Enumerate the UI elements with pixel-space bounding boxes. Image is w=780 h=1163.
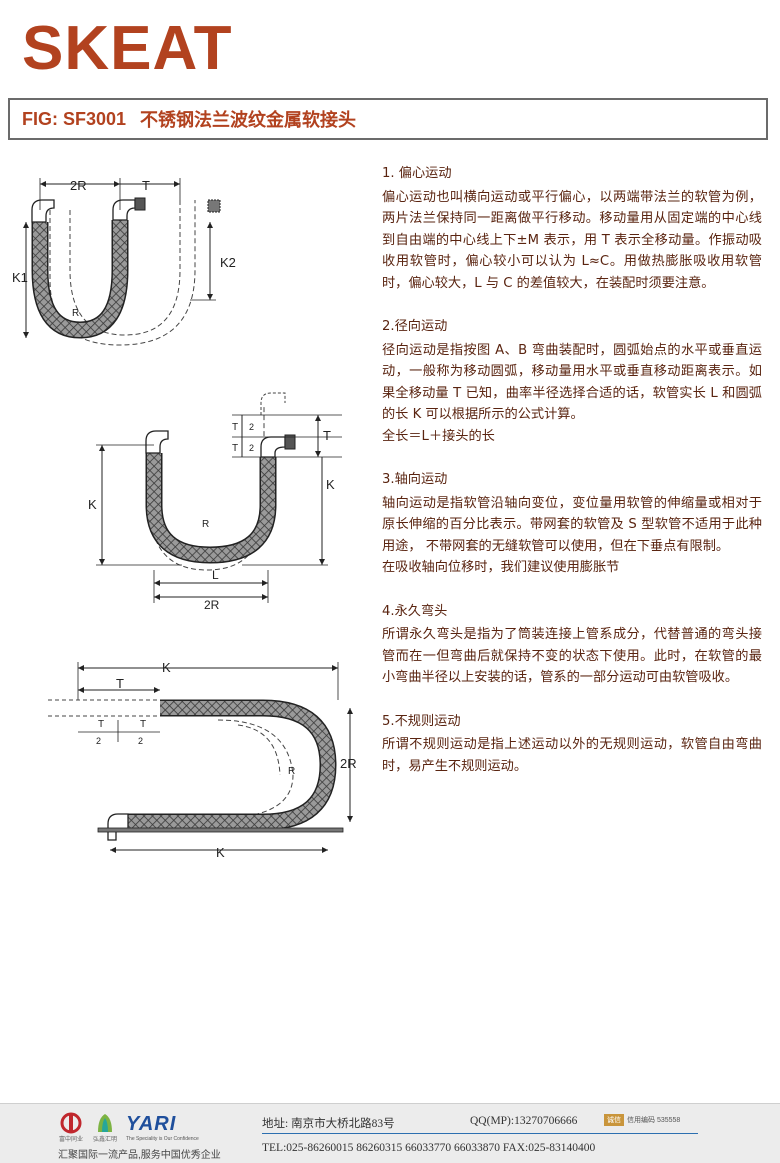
section-body: 径向运动是指按图 A、B 弯曲装配时，圆弧始点的水平或垂直运动，一般称为移动圆弧… xyxy=(382,342,762,423)
logo1-caption: 富中同业 xyxy=(58,1137,83,1143)
section-heading: 3.轴向运动 xyxy=(382,472,448,487)
d1-label-k1: K1 xyxy=(12,270,28,285)
section-body: 所谓永久弯头是指为了筒装连接上管系成分，代替普通的弯头接管而在一但弯曲后就保持不… xyxy=(382,627,762,685)
d2-label-k-right: K xyxy=(326,477,335,492)
d2-label-half-lower: 2 xyxy=(249,443,254,453)
section-heading: 1. 偏心运动 xyxy=(382,166,452,181)
d3-label-half-left: 2 xyxy=(96,736,101,746)
d3-label-t-lower: T xyxy=(140,719,146,730)
d1-label-2r: 2R xyxy=(70,178,87,193)
yari-logo-text: YARI xyxy=(126,1113,177,1135)
section-irregular: 5.不规则运动 所谓不规则运动是指上述运动以外的无规则运动，软管自由弯曲时，易产… xyxy=(382,711,762,778)
diagram-axial-motion: K T T T 2 2 2R R K xyxy=(38,650,368,865)
figure-title-bar: FIG: SF3001 不锈钢法兰波纹金属软接头 xyxy=(8,98,768,140)
d1-label-k2: K2 xyxy=(220,255,236,270)
d3-label-t-upper: T xyxy=(98,719,104,730)
logo-hongxin: 弘鑫汇明 xyxy=(92,1112,118,1143)
footer-slogan: 汇聚国际一流产品,服务中国优秀企业 xyxy=(58,1150,221,1161)
d2-label-half-upper: 2 xyxy=(249,422,254,432)
d2-label-t-lower: T xyxy=(232,443,238,454)
section-body: 所谓不规则运动是指上述运动以外的无规则运动，软管自由弯曲时，易产生不规则运动。 xyxy=(382,737,762,774)
partner-logos: 富中同业 弘鑫汇明 YARI The Speciality is Our Con… xyxy=(58,1112,207,1143)
d3-label-t: T xyxy=(116,676,124,691)
d3-label-k-bottom: K xyxy=(216,845,225,860)
footer-qq: QQ(MP):13270706666 xyxy=(470,1115,578,1127)
footer-credit: 诚信 信用编码 535558 xyxy=(604,1114,680,1126)
d1-label-t: T xyxy=(142,178,150,193)
section-heading: 5.不规则运动 xyxy=(382,713,461,729)
d2-label-t-right: T xyxy=(323,428,331,443)
section-body: 轴向运动是指软管沿轴向变位，变位量用软管的伸缩量或相对于原长伸缩的百分比表示。带… xyxy=(382,495,762,554)
figure-code: FIG: SF3001 xyxy=(22,108,127,129)
d1-label-r: R xyxy=(72,308,79,319)
diagram-radial-motion: T 2 T 2 T K K R L 2R xyxy=(82,385,362,610)
d3-label-half-right: 2 xyxy=(138,736,143,746)
section-radial: 2.径向运动 径向运动是指按图 A、B 弯曲装配时，圆弧始点的水平或垂直运动，一… xyxy=(382,316,762,447)
d2-label-2r: 2R xyxy=(204,598,220,610)
section-heading: 4.永久弯头 xyxy=(382,603,448,619)
d3-label-2r: 2R xyxy=(340,756,357,771)
footer-address: 地址: 南京市大桥北路83号 xyxy=(262,1118,395,1130)
section-extra: 在吸收轴向位移时，我们建议使用膨胀节 xyxy=(382,560,620,575)
d3-label-r: R xyxy=(288,766,295,777)
d3-label-k-top: K xyxy=(162,660,171,675)
logo-yari: YARI The Speciality is Our Confidence xyxy=(126,1113,199,1142)
brand-logo: SKEAT xyxy=(22,14,233,83)
logo2-caption: 弘鑫汇明 xyxy=(92,1137,117,1143)
fuzhong-logo-icon xyxy=(60,1112,82,1134)
yari-tagline: The Speciality is Our Confidence xyxy=(126,1136,199,1142)
d2-label-t-upper: T xyxy=(232,422,238,433)
credit-code: 信用编码 535558 xyxy=(627,1117,681,1124)
motion-description: 1. 偏心运动 偏心运动也叫横向运动或平行偏心，以两端带法兰的软管为例，两片法兰… xyxy=(382,163,762,799)
footer-tel-fax: TEL:025-86260015 86260315 66033770 66033… xyxy=(262,1142,596,1154)
d2-label-l: L xyxy=(212,568,219,582)
footer: 富中同业 弘鑫汇明 YARI The Speciality is Our Con… xyxy=(0,1103,780,1163)
section-eccentric: 1. 偏心运动 偏心运动也叫横向运动或平行偏心，以两端带法兰的软管为例，两片法兰… xyxy=(382,163,762,294)
section-body: 偏心运动也叫横向运动或平行偏心，以两端带法兰的软管为例，两片法兰保持同一距离做平… xyxy=(382,189,762,291)
hongxin-logo-icon xyxy=(98,1114,112,1132)
logo-fuzhong: 富中同业 xyxy=(58,1112,84,1143)
diagram-eccentric-motion: 2R T K1 K2 R xyxy=(10,170,290,350)
section-heading: 2.径向运动 xyxy=(382,319,448,334)
d2-label-r: R xyxy=(202,519,209,530)
figure-title: 不锈钢法兰波纹金属软接头 xyxy=(140,110,357,130)
d2-label-k-left: K xyxy=(88,497,97,512)
section-axial: 3.轴向运动 轴向运动是指软管沿轴向变位，变位量用软管的伸缩量或相对于原长伸缩的… xyxy=(382,469,762,579)
section-permanent-bend: 4.永久弯头 所谓永久弯头是指为了筒装连接上管系成分，代替普通的弯头接管而在一但… xyxy=(382,601,762,689)
section-extra: 全长＝L＋接头的长 xyxy=(382,428,495,444)
credit-badge: 诚信 xyxy=(604,1114,624,1126)
footer-divider xyxy=(262,1133,698,1134)
